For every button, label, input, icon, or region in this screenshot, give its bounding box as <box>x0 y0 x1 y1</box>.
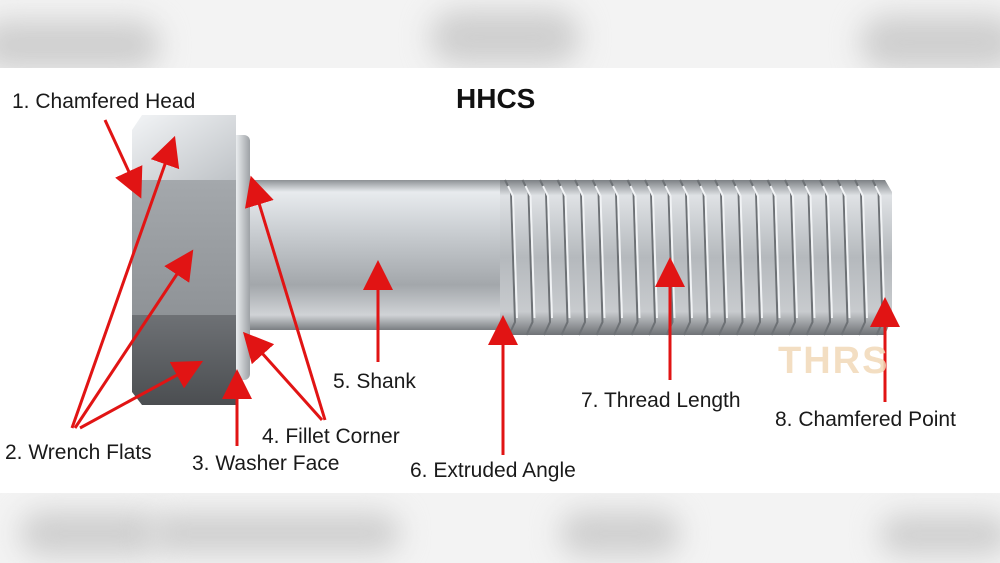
thread-highlight <box>874 185 886 319</box>
thread-highlight <box>507 185 518 319</box>
thread-highlight <box>734 185 746 319</box>
blur-blob <box>860 15 1000 68</box>
head-top-flat <box>132 115 236 180</box>
thread-highlight <box>577 185 588 319</box>
thread-highlight <box>629 185 641 319</box>
thread-highlight <box>559 185 571 319</box>
thread-highlight <box>787 185 798 319</box>
thread-highlight <box>612 185 623 319</box>
thread-highlight <box>682 185 693 319</box>
diagram-title: HHCS <box>456 83 536 114</box>
blur-blob <box>150 513 400 553</box>
arrow-wrench-flat-2 <box>73 249 194 429</box>
thread-highlight <box>594 185 606 319</box>
label-extruded-angle: 6. Extruded Angle <box>410 459 576 482</box>
watermark-logo: THRS <box>778 340 890 382</box>
thread-highlight <box>822 185 833 319</box>
label-thread-length: 7. Thread Length <box>581 389 741 412</box>
label-fillet-corner: 4. Fillet Corner <box>262 425 400 448</box>
blur-blob <box>560 511 680 556</box>
thread-highlight <box>752 185 763 319</box>
blurred-top-band <box>0 0 1000 68</box>
head-middle-flat <box>132 180 236 315</box>
thread-highlight <box>717 185 728 319</box>
arrow-chamfered-head <box>103 119 143 199</box>
label-washer-face: 3. Washer Face <box>192 452 340 475</box>
blur-blob <box>0 20 160 68</box>
blur-blob <box>20 511 160 556</box>
blurred-bottom-band <box>0 493 1000 563</box>
thread-highlight <box>839 185 851 319</box>
label-chamfered-head: 1. Chamfered Head <box>12 90 196 113</box>
label-shank: 5. Shank <box>333 370 416 393</box>
label-chamfered-point: 8. Chamfered Point <box>775 408 956 431</box>
thread-highlight <box>769 185 781 319</box>
thread-body <box>500 180 892 335</box>
arrow-fillet-corner-1 <box>245 175 327 421</box>
blur-blob <box>430 10 580 65</box>
thread-highlight <box>524 185 536 319</box>
thread-ridges <box>504 179 886 336</box>
thread-highlight <box>857 185 868 319</box>
blur-blob <box>880 515 1000 555</box>
callout-arrows <box>70 119 900 455</box>
arrow-wrench-flat-3 <box>79 360 204 430</box>
label-wrench-flats: 2. Wrench Flats <box>5 441 152 464</box>
head-bottom-flat <box>132 315 236 405</box>
thread-highlight <box>804 185 816 319</box>
thread-highlight <box>699 185 711 319</box>
arrow-fillet-corner-2 <box>242 331 324 422</box>
arrow-wrench-flat-1 <box>70 135 180 429</box>
thread-highlight <box>542 185 553 319</box>
